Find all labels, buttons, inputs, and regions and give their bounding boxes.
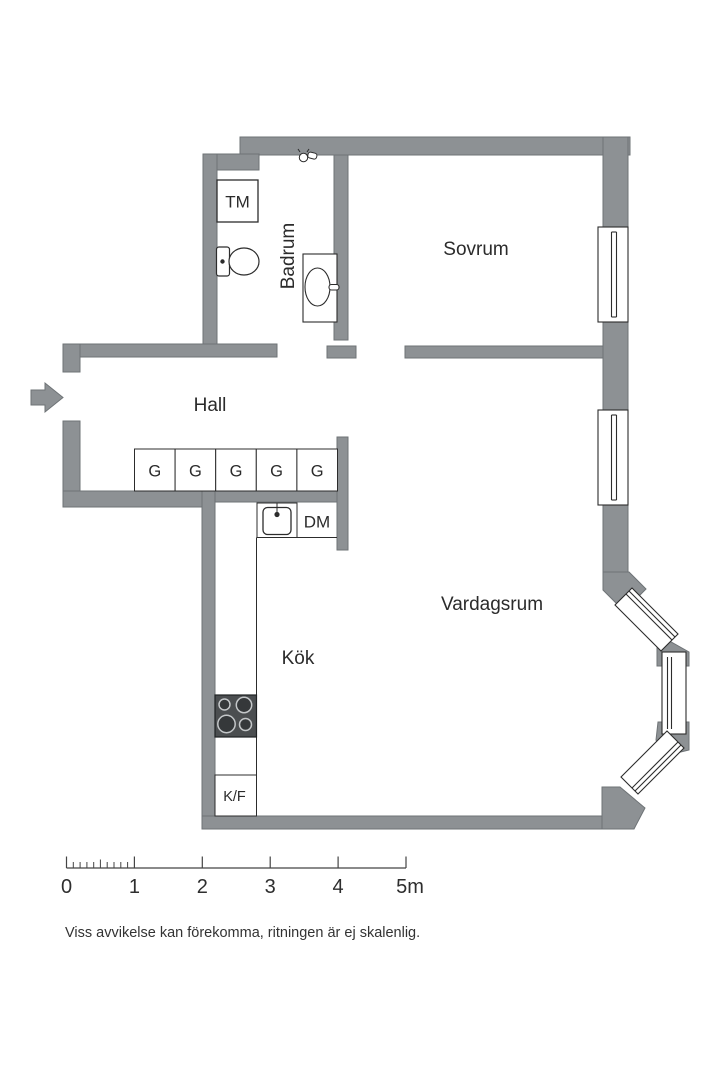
label-badrum: Badrum: [278, 223, 299, 290]
window-bay-vertical: [661, 651, 687, 735]
wall-hall-bottom: [62, 490, 216, 508]
wall-right-upper: [602, 136, 629, 228]
label-wardrobe-g: G: [148, 463, 161, 481]
wall-right-mid: [602, 321, 629, 411]
wardrobe-box: [134, 448, 176, 492]
label-vardagsrum: Vardagsrum: [441, 594, 543, 615]
wall-bathroom-left: [202, 153, 218, 356]
scale-tick-label: 5m: [396, 876, 424, 898]
stove-icon: [214, 694, 258, 738]
scale-tick-label: 0: [61, 876, 72, 898]
label-kok: Kök: [282, 648, 315, 669]
wall-sovrum-bottom: [404, 345, 604, 359]
disclaimer-text: Viss avvikelse kan förekomma, ritningen …: [65, 925, 420, 941]
scale-bar: [65, 856, 407, 869]
bathroom-sink-icon: [302, 253, 340, 323]
scale-tick-label: 1: [129, 876, 140, 898]
walls: [62, 136, 690, 830]
label-wardrobe-g: G: [189, 463, 202, 481]
wall-kitchen-stub: [336, 436, 349, 551]
wall-left-upper: [62, 343, 81, 373]
window-bay-diagonal-bottom: [620, 730, 685, 795]
wardrobe-box: [174, 448, 217, 492]
label-fridge-freezer: K/F: [223, 789, 246, 805]
wall-top: [239, 136, 631, 156]
wall-right-lower: [602, 504, 629, 578]
label-hall: Hall: [194, 395, 227, 416]
entry-arrow-icon: [30, 381, 64, 414]
scale-labels: 0 1 2 3 4 5m: [61, 876, 424, 898]
label-dishwasher: DM: [304, 513, 330, 532]
windows: [597, 226, 687, 795]
wall-bottom: [201, 815, 631, 830]
wall-kitchen-left: [201, 490, 216, 830]
wardrobe-box: [215, 448, 257, 492]
window-sovrum: [597, 226, 629, 323]
wardrobe-box: [255, 448, 298, 492]
wardrobes: [134, 448, 338, 492]
room-labels: Sovrum Badrum Hall Kök Vardagsrum: [194, 223, 543, 669]
toilet-icon: [215, 246, 260, 277]
wardrobe-box: [296, 448, 338, 492]
label-wardrobe-g: G: [230, 463, 243, 481]
shower-icon: [297, 148, 318, 163]
bay-corner-bottom: [601, 786, 646, 830]
scale-tick-label: 4: [333, 876, 344, 898]
wall-hall-top: [62, 343, 278, 358]
bathroom-fixtures: [215, 148, 340, 323]
scale-tick-label: 2: [197, 876, 208, 898]
label-wardrobe-g: G: [311, 463, 324, 481]
kitchen-sink-icon: [256, 502, 298, 538]
window-bay-diagonal-top: [614, 587, 679, 652]
fridge-freezer-box: [214, 774, 257, 817]
kitchen-fixtures: [214, 502, 337, 817]
label-wardrobe-g: G: [270, 463, 283, 481]
label-sovrum: Sovrum: [443, 239, 508, 260]
wall-wardrobe-bottom: [214, 490, 338, 503]
wall-divider-foot: [326, 345, 357, 359]
label-washing-machine: TM: [225, 193, 250, 212]
scale-tick-label: 3: [265, 876, 276, 898]
washing-machine-box: [216, 179, 259, 223]
window-vardagsrum: [597, 409, 629, 506]
fixture-labels: TM DM K/F G G G G G: [148, 193, 330, 806]
